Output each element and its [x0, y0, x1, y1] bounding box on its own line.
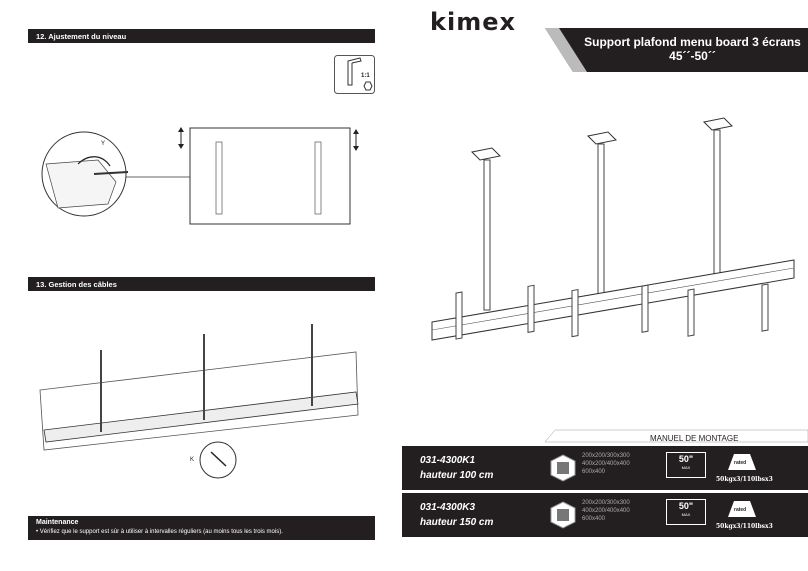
- maintenance-title: Maintenance: [36, 519, 79, 526]
- product-row-2: 031-4300K3 hauteur 150 cm 200x200/300x30…: [402, 493, 808, 537]
- product-code: 031-4300K3: [420, 502, 476, 513]
- product-height: hauteur 150 cm: [420, 517, 494, 528]
- vesa-values: 200x200/300x300 400x200/400x400 600x400: [582, 499, 630, 523]
- maintenance-text: • Vérifiez que le support est sûr à util…: [36, 529, 283, 535]
- scale-label: 1:1: [361, 73, 370, 79]
- callout-y: Y: [101, 141, 106, 147]
- vesa-icon: [550, 454, 576, 482]
- brand-logo: kimex: [430, 8, 516, 36]
- vesa-icon: [550, 501, 576, 529]
- vesa-line-1: 200x200/300x300: [582, 500, 630, 506]
- title-line-1: Support plafond menu board 3 écrans: [584, 35, 801, 49]
- product-code: 031-4300K1: [420, 455, 476, 466]
- maintenance-box: [28, 516, 375, 540]
- cable-management-diagram: [39, 324, 359, 479]
- title-line-2: 45´´-50´´: [669, 49, 716, 63]
- screen-max: MAX: [681, 512, 691, 517]
- vesa-values: 200x200/300x300 400x200/400x400 600x400: [582, 452, 630, 476]
- rated-label: rated: [734, 507, 747, 513]
- manual-label: MANUEL DE MONTAGE: [650, 434, 739, 443]
- weight-icon: [728, 501, 756, 517]
- hex-key-icon: [334, 55, 375, 94]
- title-banner: [545, 28, 808, 72]
- vesa-line-1: 200x200/300x300: [582, 453, 630, 459]
- ceiling-mount-diagram: [431, 117, 795, 341]
- section-13-header: 13. Gestion des câbles: [28, 277, 375, 291]
- callout-k: K: [190, 457, 195, 463]
- screen-size-icon: 50" MAX: [666, 499, 706, 525]
- section-12-header: 12. Ajustement du niveau: [28, 29, 375, 43]
- screen-size: 50": [678, 501, 694, 511]
- vesa-line-3: 600x400: [582, 469, 606, 475]
- screen-size: 50": [678, 454, 694, 464]
- product-title: Support plafond menu board 3 écrans 45´´…: [580, 35, 805, 63]
- screen-max: MAX: [681, 465, 691, 470]
- rated-label: rated: [734, 460, 747, 466]
- weight-icon: [728, 454, 756, 470]
- vesa-line-3: 600x400: [582, 516, 606, 522]
- vesa-line-2: 400x200/400x400: [582, 461, 630, 467]
- load-rating: 50kgx3/110lbsx3: [716, 476, 773, 483]
- load-rating: 50kgx3/110lbsx3: [716, 523, 773, 530]
- level-adjustment-diagram: [41, 127, 359, 225]
- section-12-title: 12. Ajustement du niveau: [36, 31, 127, 41]
- section-13-title: 13. Gestion des câbles: [36, 279, 117, 289]
- product-height: hauteur 100 cm: [420, 470, 494, 481]
- product-row-1: 031-4300K1 hauteur 100 cm 200x200/300x30…: [402, 446, 808, 490]
- manual-label-strip: [544, 429, 808, 443]
- vesa-line-2: 400x200/400x400: [582, 508, 630, 514]
- screen-size-icon: 50" MAX: [666, 452, 706, 478]
